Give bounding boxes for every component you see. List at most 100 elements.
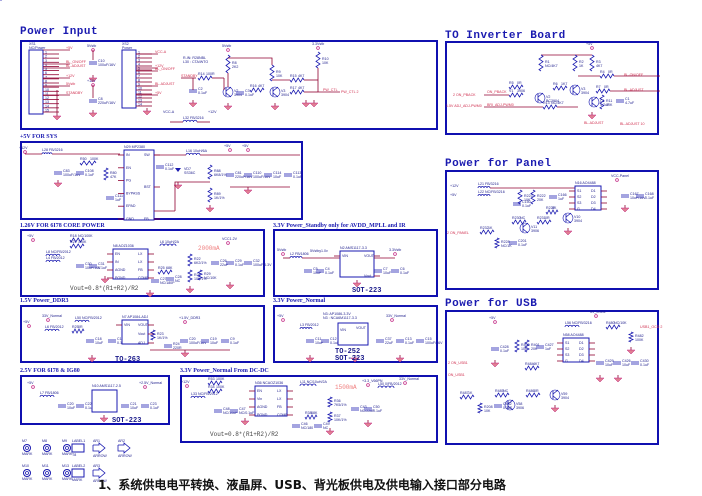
part-value: 1K [488,226,493,230]
part-ref: R5 [509,81,514,85]
pin-num: 8 [45,80,47,84]
current-label: 2000mA [198,245,220,252]
pin-name: LX [277,397,282,401]
part-ref: C28 [175,275,182,279]
pin-num: 14 [45,104,49,108]
power-rail-icon [594,314,598,318]
ic-label: N2 AMS1117-3.3 [340,246,367,250]
part-value: 220uF/16V [235,175,253,179]
resistor-icon [207,388,223,394]
inductor-icon [190,395,206,399]
arrow-value: ARROW [93,454,107,458]
part-ref: C201 [518,239,527,243]
rail-label: +12V [87,79,96,83]
pin-name: LX [138,252,143,256]
part-value: 4K7 [596,64,602,68]
pin-name: D3 [591,201,596,205]
net-label: ON_PBACK [487,90,507,94]
net-label: BL_ON/OFF [155,67,176,71]
rail-label: VCC1.2V [222,237,238,241]
part-value: 10uF [273,175,282,179]
part-ref: R482 [635,334,644,338]
pin-num: 1 [138,51,140,55]
label-icon [71,468,85,478]
transistor-icon [222,86,234,98]
rail-label: 5Vstb [277,248,286,252]
part-ref: C22 [85,402,92,406]
resistor-icon [476,402,484,414]
part-ref: C29 [235,259,242,263]
transistor-icon [562,212,574,224]
part-value: 3904 [281,93,289,97]
power-input-title: Power Input [20,26,99,38]
part-ref: R223 [524,194,533,198]
pin-num: 7 [138,75,140,79]
ground-icon [563,230,573,236]
inverter-box [445,41,659,135]
ic-label: N8 AOZ1036 [113,244,134,248]
part-ref: C3 [245,89,250,93]
net-label: +5V [66,46,73,50]
resistor-icon [187,269,193,283]
ic-body [254,385,288,417]
part-ref: R25 [72,325,79,329]
part-ref: R11 [606,99,612,103]
power-rail-icon [23,150,27,154]
part-ref: C10 [98,59,105,63]
part-ref: C8 [98,97,103,101]
part-ref: C19 [210,337,217,341]
diode-icon [175,168,181,172]
pin-name: COMP [138,276,149,280]
part-value: NC [503,389,509,393]
transistor-icon [504,399,516,411]
ground-icon [490,362,500,368]
pin-num: 15 [45,109,49,113]
wire [272,86,279,92]
part-value: 10K [322,61,329,65]
arrow-ref: AR2 [118,439,125,443]
part-ref: C114 [273,171,281,175]
power-rail-icon [27,324,31,328]
power-rail-icon [226,241,230,245]
part-ref: V1 [509,89,513,93]
pin-name: Vout [364,274,371,278]
footer-caption: 1、系统供电电平转换、液晶屏、USB、背光板供电及供电输入接口部分电路 [98,478,506,492]
part-value: 10K/1% [194,277,207,281]
power-rail-icon [228,148,232,152]
part-value: 100uF/16V [98,63,116,67]
part-ref: R3 [596,60,601,64]
arrow-icon [117,442,131,454]
v25-box [20,375,170,425]
pin-name: VOUT [364,254,375,258]
part-ref: V58 [516,402,522,406]
pin-num: 1 [45,51,47,55]
part-ref: V2 [234,89,238,93]
package-label: TO-252 [335,348,360,356]
part-value: 0.1uF [500,349,510,353]
part-ref: C27 [160,277,167,281]
part-value: 3904 [581,91,589,95]
ground-icon [270,105,280,111]
power-rail-icon [390,318,394,322]
rail-label: +2.5V_Normal [139,381,162,385]
core126-box [20,229,265,297]
part-label: L21 FB/3216 [478,182,499,186]
part-value: 10uF [622,363,631,367]
inductor-icon [477,186,491,189]
mount-hole-icon [23,469,31,477]
part-value: 6K8/1% [214,173,227,177]
part-ref: C50 [373,405,380,409]
part-ref: V59 [561,392,567,396]
part-value: 100K [635,338,644,342]
part-ref: C5 [313,267,318,271]
label-value: T8 [72,453,76,457]
resistor-icon [524,365,540,371]
part-value: 10K [606,103,613,107]
part-value: 0R [608,70,613,74]
pin-num: 5 [138,67,140,71]
ic-body [337,322,369,346]
pin-name: PG [126,179,131,183]
rail-label: +5V [27,381,34,385]
pin-name: LX [277,389,282,393]
mount-ref: M7 [22,439,27,443]
